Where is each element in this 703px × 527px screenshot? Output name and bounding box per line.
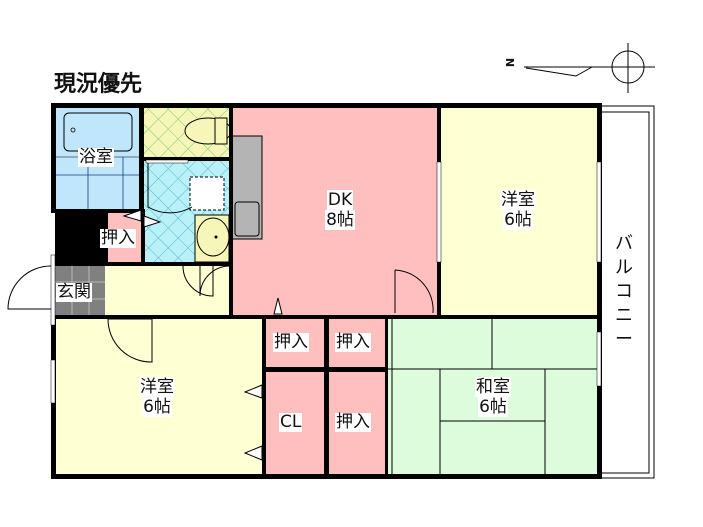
tatami-lines (388, 318, 598, 475)
compass-icon (524, 43, 655, 93)
label-closet-c: 押入 (335, 412, 371, 432)
label-western-sw-name: 洋室 (139, 377, 175, 397)
label-bath: 浴室 (78, 147, 114, 167)
kitchen-counter (231, 135, 263, 240)
label-closet-b: 押入 (335, 332, 371, 352)
label-closet-hall: 押入 (100, 228, 136, 248)
label-western-sw-size: 6帖 (142, 397, 172, 417)
label-western-ne: 洋室 6帖 (483, 190, 553, 230)
label-dk-name: DK (326, 190, 354, 210)
bath-tub (55, 112, 139, 210)
label-japanese-size: 6帖 (478, 397, 508, 417)
washbasin-icon (194, 214, 230, 263)
windows (50, 159, 602, 404)
washing-machine-space (189, 176, 225, 211)
label-entrance: 玄関 (56, 282, 92, 302)
label-japanese: 和室 6帖 (458, 377, 528, 417)
label-western-ne-name: 洋室 (500, 190, 536, 210)
label-dk-size: 8帖 (325, 210, 355, 230)
doors (7, 163, 434, 363)
door-triangles (122, 209, 283, 461)
label-balcony: バルコニー (612, 232, 636, 352)
label-western-ne-size: 6帖 (503, 210, 533, 230)
label-cl: CL (279, 412, 303, 432)
page-title: 現況優先 (54, 72, 143, 97)
north-label: N (504, 57, 518, 68)
label-japanese-name: 和室 (475, 377, 511, 397)
label-dk: DK 8帖 (305, 190, 375, 230)
label-closet-a: 押入 (273, 332, 309, 352)
room-hallway (105, 266, 229, 316)
label-western-sw: 洋室 6帖 (122, 377, 192, 417)
toilet-icon (184, 117, 232, 145)
